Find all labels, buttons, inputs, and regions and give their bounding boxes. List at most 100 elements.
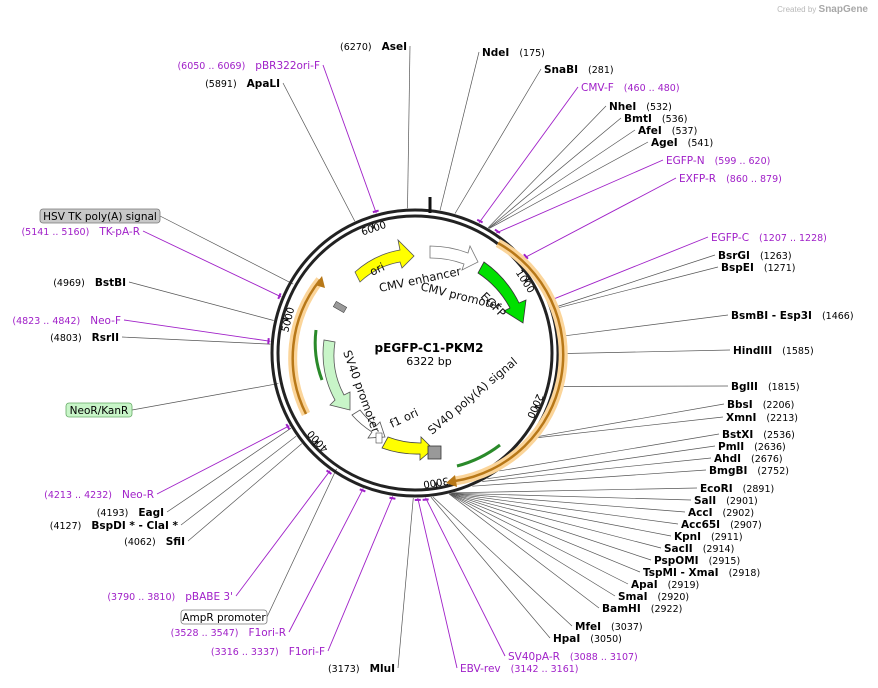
leader-bstxi xyxy=(499,433,720,472)
site-label-f1ori-f: (3316 .. 3337)F1ori-F xyxy=(211,646,325,658)
site-label-hpai: HpaI(3050) xyxy=(553,633,622,645)
site-range-cmv-f: (460 .. 480) xyxy=(624,83,680,94)
site-name-cmv-f: CMV-F xyxy=(581,82,614,94)
site-name-eagi: EagI xyxy=(138,507,164,519)
site-label-tk-pa-r: (5141 .. 5160) TK-pA-R xyxy=(21,226,140,238)
site-range-sali: (2901) xyxy=(726,496,758,507)
site-label-sfii: (4062)SfiI xyxy=(124,536,185,548)
site-label-bspei: BspEI(1271) xyxy=(721,262,795,274)
leader-bstbi xyxy=(128,281,274,321)
snapgene-watermark: Created by SnapGene xyxy=(777,4,868,15)
site-range-f1ori-f: (3316 .. 3337) xyxy=(211,647,279,658)
site-name-sfii: SfiI xyxy=(166,536,185,548)
site-range-rsrii: (4803) xyxy=(50,333,82,344)
label-f1-ori: f1 ori xyxy=(387,405,420,430)
site-name-tspmi-xmai: TspMI - XmaI xyxy=(643,567,719,579)
site-range-tk-pa-r: (5141 .. 5160) xyxy=(21,227,89,238)
leader-rsrii xyxy=(121,336,271,345)
site-name-bbsi: BbsI xyxy=(727,399,753,411)
leader-ecori xyxy=(453,487,698,494)
leader-pspomi xyxy=(449,493,652,561)
leader-neo-f xyxy=(123,319,271,342)
site-name-pspomi: PspOMI xyxy=(654,555,699,567)
feature-f1-ori xyxy=(381,436,434,461)
site-label-bsmbi-esp3i: BsmBI - Esp3I(1466) xyxy=(731,310,854,322)
box-ampr-promoter-text: AmpR promoter xyxy=(182,612,266,624)
site-label-neo-r: (4213 .. 4232)Neo-R xyxy=(44,489,154,501)
tick-mark-6000 xyxy=(371,222,375,229)
site-label-pbr322ori-f: (6050 .. 6069) pBR322ori-F xyxy=(177,60,320,72)
leader-acc65i xyxy=(451,493,679,525)
site-label-neo-f: (4823 .. 4842)Neo-F xyxy=(12,315,121,327)
feature-egfp xyxy=(477,261,527,324)
site-range-ndei: (175) xyxy=(519,48,545,59)
site-name-sali: SalI xyxy=(694,495,716,507)
site-range-ebv-rev: (3142 .. 3161) xyxy=(511,664,579,675)
orange-arcs xyxy=(288,239,568,487)
site-name-pbr322ori-f: pBR322ori-F xyxy=(255,60,320,72)
site-name-pmli: PmlI xyxy=(718,441,744,453)
leader-ndei xyxy=(439,51,480,211)
site-label-ahdi: AhdI(2676) xyxy=(714,453,783,465)
site-label-hindiii: HindIII(1585) xyxy=(733,345,814,357)
site-label-kpni: KpnI(2911) xyxy=(674,531,743,543)
site-label-acc65i: Acc65I(2907) xyxy=(681,519,762,531)
site-name-f1ori-r: F1ori-R xyxy=(249,627,286,639)
site-name-afei: AfeI xyxy=(638,125,662,137)
site-label-pspomi: PspOMI(2915) xyxy=(654,555,740,567)
tick-mark-3000 xyxy=(435,482,438,489)
feature-ori xyxy=(354,238,415,283)
plasmid-name: pEGFP-C1-PKM2 xyxy=(375,341,484,355)
site-label-smai: SmaI(2920) xyxy=(618,591,689,603)
site-name-neo-f: Neo-F xyxy=(90,315,121,327)
site-name-bsrgi: BsrGI xyxy=(718,250,750,262)
leader-afei xyxy=(488,129,636,229)
leader-bmgbi xyxy=(472,469,707,487)
tick-mark-2000 xyxy=(534,405,541,410)
site-range-pbr322ori-f: (6050 .. 6069) xyxy=(177,61,245,72)
site-label-cmv-f: CMV-F (460 .. 480) xyxy=(581,82,680,94)
site-name-agei: AgeI xyxy=(651,137,678,149)
site-label-mlui: (3173)MluI xyxy=(328,663,395,675)
site-label-pbabe-3: (3790 .. 3810)pBABE 3' xyxy=(107,591,233,603)
box-hsv-tk-polya xyxy=(39,208,161,224)
leader-ahdi xyxy=(482,457,712,482)
leader-neo-r xyxy=(156,425,290,495)
site-range-hpai: (3050) xyxy=(590,634,622,645)
site-range-f1ori-r: (3528 .. 3547) xyxy=(171,628,239,639)
leader-mlui xyxy=(397,497,414,669)
boxed-features: HSV TK poly(A) signal NeoR/KanR AmpR pro… xyxy=(39,208,268,625)
site-label-egfp-n: EGFP-N(599 .. 620) xyxy=(666,155,770,167)
site-name-tk-pa-r: TK-pA-R xyxy=(98,226,140,238)
leader-exfp-r xyxy=(524,177,677,259)
site-name-bsmbi-esp3i: BsmBI - Esp3I xyxy=(731,310,812,322)
site-name-sv40pa-r: SV40pA-R xyxy=(508,651,560,663)
site-name-ebv-rev: EBV-rev xyxy=(460,663,501,675)
site-name-smai: SmaI xyxy=(618,591,648,603)
box-ampr-promoter xyxy=(180,609,268,625)
site-range-neo-r: (4213 .. 4232) xyxy=(44,490,112,501)
site-name-apai: ApaI xyxy=(631,579,658,591)
site-label-rsrii: (4803)RsrII xyxy=(50,332,119,344)
site-range-kpni: (2911) xyxy=(711,532,743,543)
site-label-acci: AccI(2902) xyxy=(688,507,754,519)
site-label-bmgbi: BmgBI(2752) xyxy=(709,465,789,477)
site-range-bmgbi: (2752) xyxy=(757,466,789,477)
watermark-brand: SnapGene xyxy=(818,4,868,15)
site-range-bstxi: (2536) xyxy=(763,430,795,441)
insert-arc xyxy=(454,241,565,483)
site-label-f1ori-r: (3528 .. 3547) F1ori-R xyxy=(171,627,286,639)
site-name-bspei: BspEI xyxy=(721,262,754,274)
site-name-acc65i: Acc65I xyxy=(681,519,720,531)
box-neor-kanr-leader xyxy=(131,383,279,411)
left-arc xyxy=(291,279,321,415)
site-range-acci: (2902) xyxy=(722,508,754,519)
box-hsv-tk-polya-leader xyxy=(159,215,294,285)
feature-small-arrow xyxy=(351,409,386,439)
label-ori: ori xyxy=(367,260,386,279)
site-range-egfp-n: (599 .. 620) xyxy=(715,156,771,167)
tick-label-3000: 3000 xyxy=(422,474,449,489)
leader-pmli xyxy=(487,445,716,480)
primer-mark-exfp-r xyxy=(523,253,529,260)
site-range-bglii: (1815) xyxy=(768,382,800,393)
